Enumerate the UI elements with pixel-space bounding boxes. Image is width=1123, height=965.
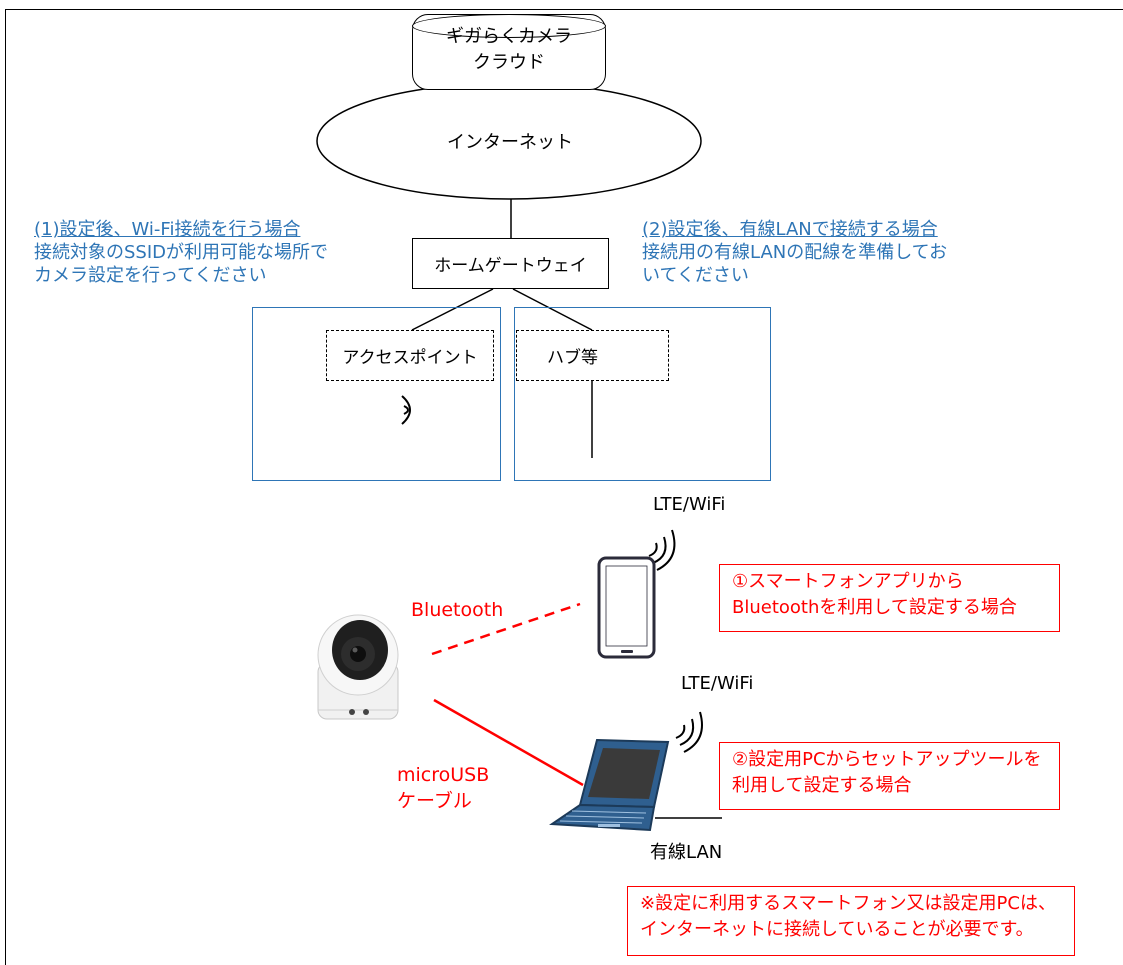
phone-network-label: LTE/WiFi [653, 494, 726, 515]
note-line2: インターネットに接続していることが必要です。 [640, 919, 1034, 940]
usb-cable-label: microUSB ケーブル [397, 762, 489, 814]
laptop-network-label: LTE/WiFi [681, 673, 754, 694]
gateway-ap-line [411, 288, 494, 331]
cloud-label-line2: クラウド [473, 52, 545, 73]
wifi-region [252, 307, 501, 481]
wired-case-line3: いてください [642, 265, 749, 286]
wired-region [514, 307, 771, 481]
cloud-node: ギガらくカメラ クラウド [412, 14, 606, 90]
frame-top-border [5, 9, 1123, 10]
method2-line2: 利用して設定する場合 [732, 775, 912, 796]
note-line1: ※設定に利用するスマートフォン又は設定用PCは、 [640, 893, 1056, 914]
wifi-case-line2: 接続対象のSSIDが利用可能な場所で [34, 242, 329, 263]
laptop-icon [549, 738, 670, 832]
usb-cable-label-line1: microUSB [397, 764, 490, 786]
phone-wireless-icon [648, 529, 676, 571]
method2-line1: ②設定用PCからセットアップツールを [732, 749, 1042, 770]
method1-box: ①スマートフォンアプリから Bluetoothを利用して設定する場合 [719, 564, 1060, 632]
laptop-wireless-icon [675, 711, 703, 753]
wifi-case-note: (1)設定後、Wi-Fi接続を行う場合 接続対象のSSIDが利用可能な場所で カ… [34, 218, 328, 287]
method2-box: ②設定用PCからセットアップツールを 利用して設定する場合 [719, 742, 1060, 810]
access-point-box: アクセスポイント [326, 330, 494, 381]
smartphone-icon [597, 556, 656, 659]
wired-case-note: (2)設定後、有線LANで接続する場合 接続用の有線LANの配線を準備してお い… [642, 218, 947, 287]
hub-box: ハブ等 [516, 330, 669, 381]
note-box: ※設定に利用するスマートフォン又は設定用PCは、 インターネットに接続しているこ… [627, 886, 1075, 956]
ap-wifi-waves-icon [401, 395, 411, 425]
bluetooth-label: Bluetooth [411, 599, 504, 621]
home-gateway-box: ホームゲートウェイ [412, 238, 609, 289]
wired-lan-label: 有線LAN [650, 842, 723, 863]
gateway-hub-line [512, 288, 593, 331]
method1-line2: Bluetoothを利用して設定する場合 [732, 597, 1017, 618]
wired-case-line2: 接続用の有線LANの配線を準備してお [642, 242, 948, 263]
usb-cable-link [433, 698, 584, 787]
wifi-case-line3: カメラ設定を行ってください [34, 265, 267, 286]
frame-left-border [5, 9, 6, 965]
wired-case-title: (2)設定後、有線LANで接続する場合 [642, 219, 938, 240]
method1-line1: ①スマートフォンアプリから [732, 571, 964, 592]
bluetooth-link [431, 602, 581, 656]
cloud-label-line1: ギガらくカメラ [446, 26, 572, 47]
wifi-case-title: (1)設定後、Wi-Fi接続を行う場合 [34, 219, 301, 240]
internet-label: インターネット [447, 132, 573, 153]
cloud-cylinder-rim [412, 14, 606, 38]
usb-cable-label-line2: ケーブル [397, 790, 472, 812]
camera-icon [317, 614, 399, 720]
